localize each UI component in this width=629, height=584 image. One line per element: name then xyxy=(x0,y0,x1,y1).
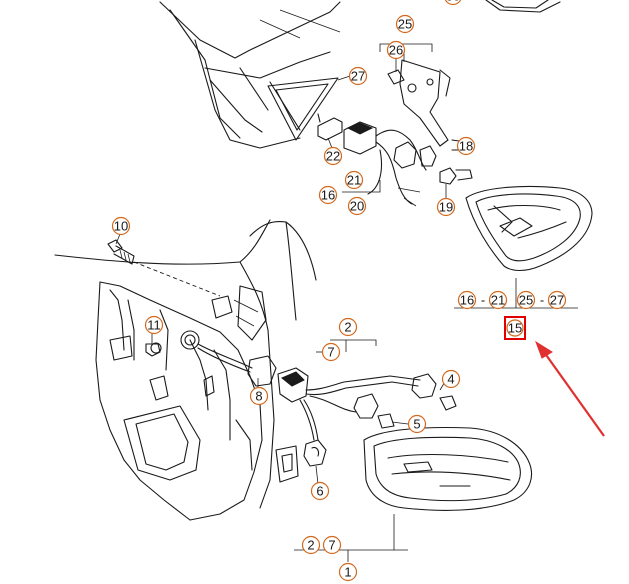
callout-label: 20 xyxy=(350,199,364,214)
upper-wiring-harness xyxy=(343,121,473,207)
callout-5: 5 xyxy=(407,414,427,434)
highlight-box xyxy=(504,316,526,340)
callout-label: 18 xyxy=(459,139,473,154)
callout-16-upper: 16 xyxy=(318,185,338,205)
callout-2-mid: 2 xyxy=(338,317,358,337)
top-right-fragment xyxy=(485,0,561,13)
range-2-7: 2 - 7 xyxy=(301,535,342,555)
callout-8: 8 xyxy=(249,386,269,406)
callout-19: 19 xyxy=(436,197,456,217)
connector-22 xyxy=(317,113,343,141)
callout-15-highlighted: 15 xyxy=(504,316,526,340)
range-dash: - xyxy=(481,293,485,308)
gasket-triangle xyxy=(267,77,339,141)
callout-label: 11 xyxy=(147,318,161,333)
callout-label: 10 xyxy=(114,219,128,234)
inner-tail-light xyxy=(465,185,593,272)
upper-body-panel xyxy=(159,1,341,149)
red-pointer-arrow xyxy=(535,340,605,437)
callout-label: 6 xyxy=(316,484,323,499)
range-dash: - xyxy=(540,293,544,308)
callout-18: 18 xyxy=(456,136,476,156)
callout-label: 22 xyxy=(326,149,340,164)
callout-label: 2 xyxy=(307,538,314,553)
callout-label: 27 xyxy=(550,293,564,308)
callout-label: 1 xyxy=(344,565,351,580)
callout-label: 26 xyxy=(389,43,403,58)
bolt-11 xyxy=(145,343,161,357)
callout-label: 4 xyxy=(447,372,454,387)
callout-label: 5 xyxy=(413,417,420,432)
range-16-21-25-27: 16 - 21 25 - 27 xyxy=(457,290,567,310)
callout-21-upper: 21 xyxy=(344,170,364,190)
lower-wiring-harness xyxy=(197,343,457,467)
callout-26: 26 xyxy=(386,40,406,60)
callout-1: 1 xyxy=(338,562,358,582)
callout-7-mid: 7 xyxy=(321,342,341,362)
callout-22: 22 xyxy=(323,146,343,166)
range-bracket-16-21 xyxy=(342,180,381,193)
callout-label: 7 xyxy=(327,345,334,360)
callout-6: 6 xyxy=(310,481,330,501)
callout-label: 25 xyxy=(519,293,533,308)
callout-label: 21 xyxy=(347,173,361,188)
callout-label: 7 xyxy=(328,538,335,553)
callout-25-top: 25 xyxy=(395,14,415,34)
callout-label: 2 xyxy=(344,320,351,335)
callout-10: 10 xyxy=(111,216,131,236)
callout-27-top: 27 xyxy=(348,66,368,86)
callout-30-partial: 30 xyxy=(444,0,462,6)
callout-label: 19 xyxy=(439,200,453,215)
rear-body-section xyxy=(54,219,317,521)
callout-label: 27 xyxy=(351,69,365,84)
callout-label: 25 xyxy=(398,17,412,32)
callout-label: 16 xyxy=(460,293,474,308)
bolt-10 xyxy=(107,239,221,297)
callout-11: 11 xyxy=(144,315,164,335)
callout-4: 4 xyxy=(441,369,461,389)
outer-tail-light xyxy=(363,426,532,511)
callout-label: 8 xyxy=(255,389,262,404)
mounting-bracket xyxy=(379,43,451,147)
callout-label: 21 xyxy=(491,293,505,308)
callout-20: 20 xyxy=(347,196,367,216)
callout-label: 16 xyxy=(321,188,335,203)
callout-label: 30 xyxy=(446,0,460,4)
callout-label: 15 xyxy=(508,321,522,336)
